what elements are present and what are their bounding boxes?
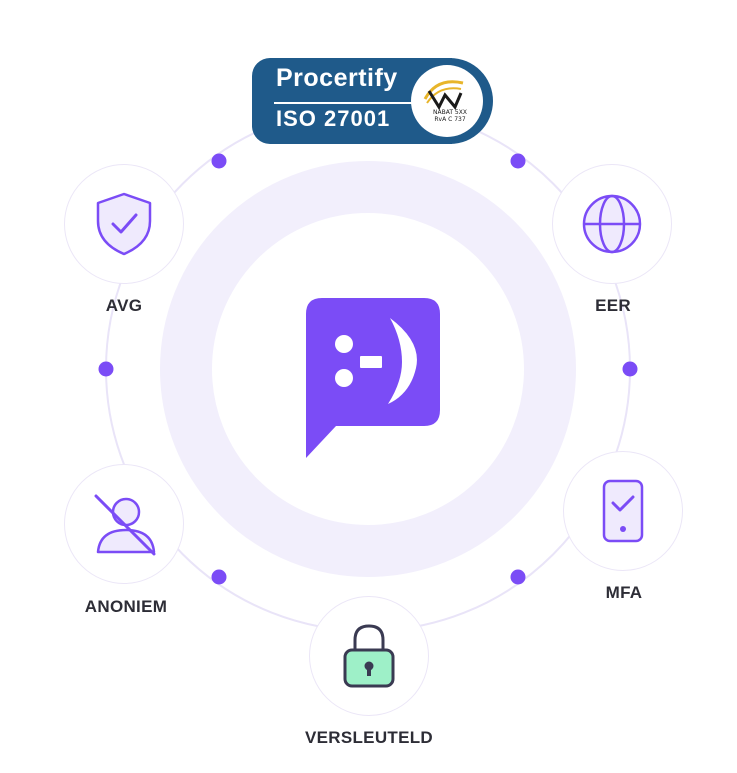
seal-text: NABAT 5XX RvA C 737 xyxy=(433,109,467,123)
globe-icon xyxy=(582,194,642,254)
node-anoniem xyxy=(64,464,184,584)
shield-check-icon xyxy=(96,192,152,256)
label-avg: AVG xyxy=(105,296,143,315)
orbit-dot xyxy=(510,569,526,585)
badge-standard: ISO 27001 xyxy=(276,106,391,131)
accreditation-seal: NABAT 5XX RvA C 737 xyxy=(411,65,483,137)
orbit-dot xyxy=(622,361,638,377)
orbit-dot xyxy=(510,153,526,169)
center-halo-ring xyxy=(160,161,576,577)
phone-check-icon xyxy=(602,479,644,543)
orbit-dot xyxy=(211,153,227,169)
node-versleuteld xyxy=(309,596,429,716)
node-eer xyxy=(552,164,672,284)
orbit-dot xyxy=(98,361,114,377)
orbit-dot xyxy=(211,569,227,585)
accreditation-logo-icon xyxy=(423,80,464,111)
padlock-icon xyxy=(343,624,395,688)
user-crossed-icon xyxy=(94,494,156,556)
badge-divider xyxy=(274,102,412,104)
label-versleuteld: VERSLEUTELD xyxy=(305,728,433,747)
label-mfa: MFA xyxy=(605,583,643,602)
node-avg xyxy=(64,164,184,284)
label-eer: EER xyxy=(595,296,631,315)
certification-badge: Procertify ISO 27001 NABAT 5XX RvA C 737 xyxy=(252,58,493,144)
badge-brand: Procertify xyxy=(276,64,398,92)
smiley-chat-icon xyxy=(306,298,440,458)
label-anoniem: ANONIEM xyxy=(84,597,168,616)
node-mfa xyxy=(563,451,683,571)
hub-logo xyxy=(306,298,442,465)
